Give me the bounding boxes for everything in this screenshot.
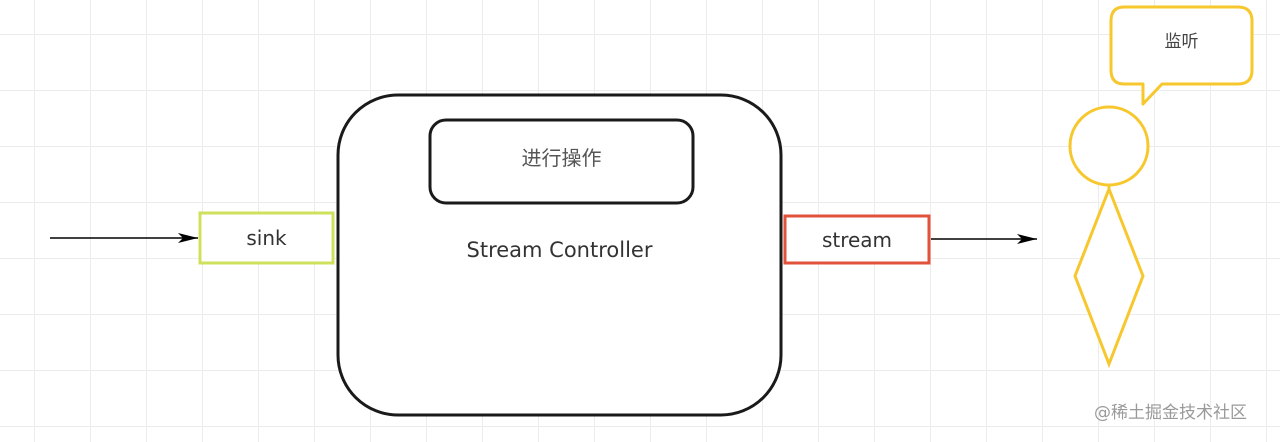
stream-box	[783, 214, 931, 265]
speech-bubble	[1109, 5, 1254, 106]
listener-head	[1068, 105, 1150, 187]
sink-label: sink	[246, 226, 287, 250]
operation-label: 进行操作	[521, 146, 602, 170]
operation-box	[428, 118, 695, 205]
sink-box	[198, 211, 335, 265]
watermark: @稀土掘金技术社区	[1094, 403, 1247, 423]
stream-controller-label: Stream Controller	[466, 238, 653, 262]
listener-body	[1073, 184, 1145, 369]
stream-label: stream	[821, 227, 893, 252]
listener-callout-label: 监听	[1164, 32, 1199, 52]
